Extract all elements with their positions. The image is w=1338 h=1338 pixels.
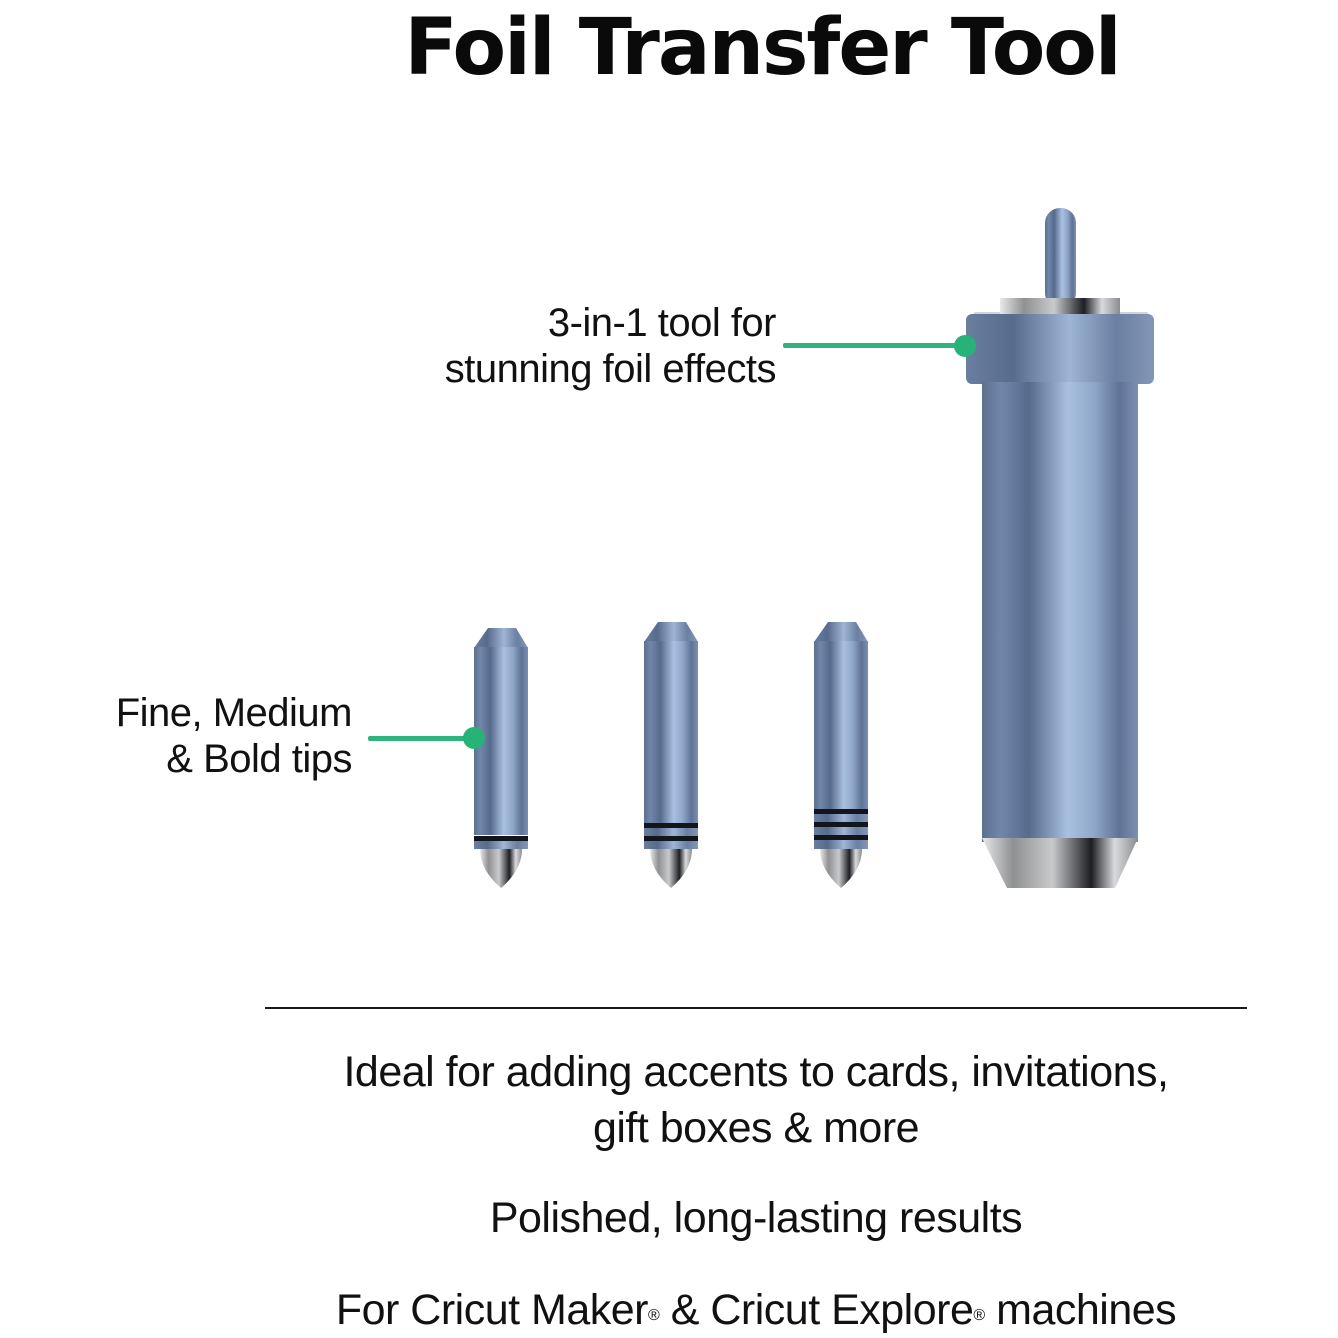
tips-callout-line1: Fine, Medium [115, 691, 353, 735]
tips-callout: Fine, Medium & Bold tips [40, 690, 353, 782]
feature-uses: Ideal for adding accents to cards, invit… [265, 1044, 1247, 1156]
housing-callout: 3-in-1 tool for stunning foil effects [300, 300, 777, 392]
tips-callout-line2: & Bold tips [166, 737, 352, 781]
housing-callout-line2: stunning foil effects [444, 347, 777, 391]
compat-text-3: machines [984, 1286, 1177, 1334]
page-title: Foil Transfer Tool [404, 3, 1121, 93]
product-illustration [474, 208, 1154, 888]
housing-collar [966, 314, 1154, 384]
feature-uses-line2: gift boxes & more [592, 1104, 920, 1152]
feature-results: Polished, long-lasting results [489, 1194, 1023, 1242]
housing-tool [966, 208, 1154, 888]
feature-compatibility: For Cricut Maker® & Cricut Explore® mach… [265, 1282, 1247, 1338]
housing-callout-line1: 3-in-1 tool for [547, 301, 777, 345]
registered-mark: ® [973, 1307, 985, 1324]
housing-callout-dot [954, 335, 976, 357]
housing-leader-line [783, 343, 965, 348]
tips-callout-dot [463, 727, 485, 749]
housing-barrel [982, 382, 1138, 842]
tips-leader-line [368, 736, 474, 741]
medium-tip [644, 622, 698, 888]
section-divider [265, 1007, 1247, 1009]
housing-cone-tip [982, 838, 1138, 888]
fine-tip [474, 628, 528, 888]
compat-text-2: & Cricut Explore [659, 1286, 974, 1334]
housing-shaft [1045, 208, 1076, 308]
compat-text-1: For Cricut Maker [335, 1286, 649, 1334]
feature-uses-line1: Ideal for adding accents to cards, invit… [343, 1048, 1169, 1096]
registered-mark: ® [647, 1307, 660, 1324]
bold-tip [814, 622, 868, 888]
